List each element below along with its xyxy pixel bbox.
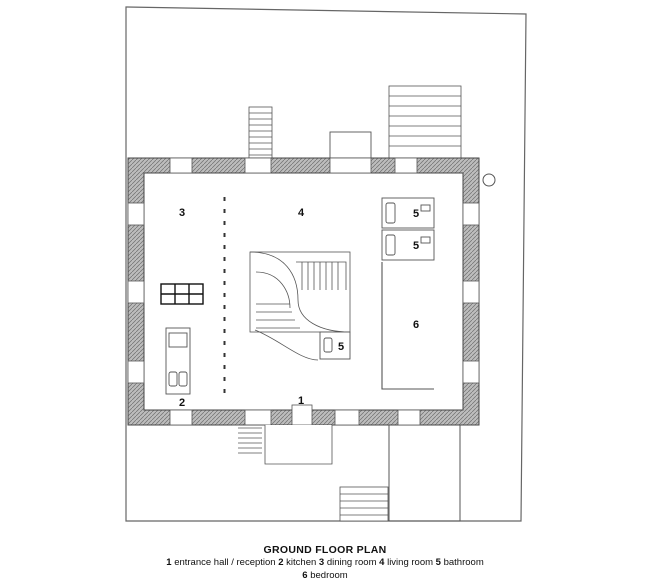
window-openings — [127, 157, 480, 426]
top-stair — [248, 106, 273, 161]
stair-bathroom — [319, 331, 351, 360]
kitchen-island — [165, 327, 191, 395]
central-staircase — [249, 251, 351, 361]
dining-table — [160, 283, 204, 305]
room-label-entrance: 1 — [298, 395, 304, 407]
legend-num-5: 5 — [435, 557, 441, 568]
legend-num-2: 2 — [278, 557, 284, 568]
bottom-right-stair — [339, 486, 389, 522]
legend-name-1: entrance hall / reception — [174, 557, 276, 568]
column-row — [223, 197, 226, 393]
bathroom-block — [381, 197, 435, 261]
legend-line-2: 6 bedroom — [0, 570, 650, 582]
room-label-dining: 3 — [179, 207, 185, 219]
legend-name-2: kitchen — [286, 557, 317, 568]
right-annex — [388, 425, 461, 522]
room-label-bathroom-stair: 5 — [338, 341, 344, 353]
legend-name-6: bedroom — [310, 570, 348, 581]
bedroom-partition — [381, 262, 434, 390]
bottom-left-stair — [232, 424, 333, 465]
legend-num-1: 1 — [166, 557, 172, 568]
room-label-bathroom-top: 5 — [413, 208, 419, 220]
floor-plan-drawing: 3 4 5 5 6 5 2 1 — [125, 6, 527, 522]
room-label-bedroom: 6 — [413, 319, 419, 331]
room-label-kitchen: 2 — [179, 397, 185, 409]
room-label-living: 4 — [298, 207, 305, 219]
room-label-bathroom-mid: 5 — [413, 240, 419, 252]
legend-num-3: 3 — [318, 557, 325, 568]
site-boundary — [125, 6, 527, 522]
legend-num-6: 6 — [302, 570, 308, 581]
plan-title: GROUND FLOOR PLAN — [263, 544, 387, 556]
top-porch-block — [329, 131, 372, 161]
top-right-stair — [388, 85, 462, 161]
legend-num-4: 4 — [379, 557, 385, 568]
legend-name-5: bathroom — [443, 557, 484, 568]
exterior-round-fixture — [482, 173, 496, 187]
legend-line-1: 1 entrance hall / reception 2 kitchen 3 … — [0, 557, 650, 569]
legend-name-3: dining room — [326, 557, 377, 568]
legend-name-4: living room — [387, 557, 434, 568]
